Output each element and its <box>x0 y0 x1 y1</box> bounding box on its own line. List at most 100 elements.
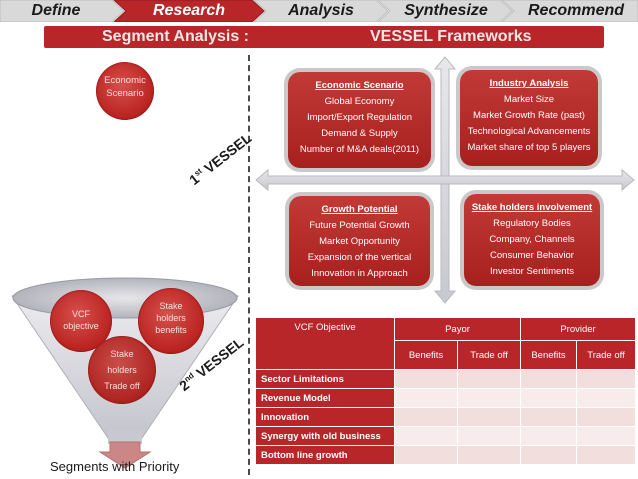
list-item: Number of M&A deals(2011) <box>299 144 420 155</box>
economic-scenario-bubble: Economic Scenario <box>96 62 154 120</box>
vcf-line2: objective <box>63 321 99 331</box>
list-item: Innovation in Approach <box>311 268 408 279</box>
table-header-row: VCF Objective Payor Provider <box>255 317 636 370</box>
list-item: Global Economy <box>324 96 395 107</box>
row-label: Bottom line growth <box>255 445 395 465</box>
table-row: Synergy with old business <box>255 426 636 446</box>
economic-scenario-title: Economic Scenario <box>315 80 404 91</box>
table-cell[interactable] <box>457 407 521 427</box>
list-item: Investor Sentiments <box>490 266 574 277</box>
table-row: Bottom line growth <box>255 445 636 465</box>
table-cell[interactable] <box>576 388 636 408</box>
table-cell[interactable] <box>520 445 577 465</box>
list-item: Demand & Supply <box>321 128 398 139</box>
growth-potential-box: Growth Potential Future Potential Growth… <box>289 196 430 286</box>
chevron-synthesize <box>377 0 513 22</box>
subheader-provider-tradeoff: Trade off <box>576 340 636 370</box>
header-vcf-objective: VCF Objective <box>255 317 395 370</box>
stakeholder-tradeoff-bubble: Stake holders Trade off <box>88 336 156 404</box>
table-cell[interactable] <box>520 426 577 446</box>
header-payor: Payor <box>394 317 521 341</box>
stake2-line3: Trade off <box>104 381 140 391</box>
table-row: Revenue Model <box>255 388 636 408</box>
list-item: Market share of top 5 players <box>467 142 591 153</box>
industry-analysis-box: Industry Analysis Market Size Market Gro… <box>460 70 598 166</box>
stake-line1: Stake <box>159 301 183 311</box>
stakeholders-box: Stake holders involvement Regulatory Bod… <box>464 194 600 286</box>
list-item: Consumer Behavior <box>490 250 574 261</box>
table-cell[interactable] <box>457 388 521 408</box>
header-bar: Segment Analysis : VESSEL Frameworks <box>44 26 604 48</box>
process-nav: Define Research Analysis Synthesize Reco… <box>0 0 638 22</box>
row-label: Revenue Model <box>255 388 395 408</box>
table-cell[interactable] <box>394 369 458 389</box>
subheader-payor-benefits: Benefits <box>394 340 458 370</box>
table-cell[interactable] <box>520 369 577 389</box>
nav-step-research[interactable]: Research <box>152 2 226 19</box>
table-cell[interactable] <box>457 426 521 446</box>
list-item: Import/Export Regulation <box>306 112 413 123</box>
table-cell[interactable] <box>576 445 636 465</box>
list-item: Company, Channels <box>489 234 575 245</box>
chevron-analysis <box>253 0 389 22</box>
row-label: Sector Limitations <box>255 369 395 389</box>
table-cell[interactable] <box>457 369 521 389</box>
horizontal-arrow <box>255 168 635 192</box>
stake2-line2: holders <box>107 365 137 375</box>
bubble-line1: Economic <box>104 75 146 86</box>
bubble-line2: Scenario <box>106 88 144 99</box>
process-chevrons <box>0 0 638 22</box>
chevron-recommend <box>501 0 638 22</box>
stakeholder-benefits-bubble: Stake holders benefits <box>138 288 204 354</box>
nav-step-analysis[interactable]: Analysis <box>288 2 354 19</box>
list-item: Regulatory Bodies <box>493 218 571 229</box>
table-cell[interactable] <box>457 445 521 465</box>
stake-line2: holders <box>156 313 186 323</box>
funnel-arrow <box>98 441 152 469</box>
funnel-caption: Segments with Priority <box>50 459 180 474</box>
table-row: Sector Limitations <box>255 369 636 389</box>
list-item: Market Size <box>503 94 555 105</box>
vcf-table: VCF Objective Payor Provider Benefits Tr… <box>255 317 636 465</box>
vertical-divider <box>248 55 250 475</box>
table-subheader-row: Benefits Trade off Benefits Trade off <box>256 340 636 370</box>
table-cell[interactable] <box>394 426 458 446</box>
row-label: Synergy with old business <box>255 426 395 446</box>
header-left-title: Segment Analysis : <box>102 28 250 45</box>
first-vessel-label: 1st VESSEL <box>186 130 254 188</box>
economic-scenario-box: Economic Scenario Global Economy Import/… <box>288 72 431 168</box>
list-item: Technological Advancements <box>467 126 591 137</box>
table-cell[interactable] <box>394 388 458 408</box>
chevron-define <box>0 0 125 22</box>
list-item: Expansion of the vertical <box>307 252 412 263</box>
subheader-provider-benefits: Benefits <box>520 340 577 370</box>
list-item: Market Growth Rate (past) <box>473 110 585 121</box>
table-cell[interactable] <box>394 445 458 465</box>
nav-step-synthesize[interactable]: Synthesize <box>404 2 488 19</box>
stake2-line1: Stake <box>110 349 134 359</box>
vcf-line1: VCF <box>72 309 90 319</box>
table-cell[interactable] <box>576 369 636 389</box>
subheader-payor-tradeoff: Trade off <box>457 340 521 370</box>
table-cell[interactable] <box>576 426 636 446</box>
stakeholders-title: Stake holders involvement <box>471 202 593 213</box>
industry-analysis-title: Industry Analysis <box>489 78 569 89</box>
first-vessel-word: VESSEL <box>197 129 255 179</box>
table-row: Innovation <box>255 407 636 427</box>
table-cell[interactable] <box>520 407 577 427</box>
growth-potential-title: Growth Potential <box>321 204 398 215</box>
table-cell[interactable] <box>520 388 577 408</box>
funnel-spout <box>108 430 142 444</box>
row-label: Innovation <box>255 407 395 427</box>
header-provider: Provider <box>520 317 636 341</box>
table-cell[interactable] <box>576 407 636 427</box>
quadrant-arrows <box>255 56 635 304</box>
nav-step-define[interactable]: Define <box>31 2 81 19</box>
list-item: Market Opportunity <box>319 236 400 247</box>
list-item: Future Potential Growth <box>309 220 410 231</box>
stake-line3: benefits <box>155 325 187 335</box>
nav-step-recommend[interactable]: Recommend <box>527 2 625 19</box>
header-right-title: VESSEL Frameworks <box>370 28 532 45</box>
chevron-research <box>113 0 265 22</box>
table-cell[interactable] <box>394 407 458 427</box>
